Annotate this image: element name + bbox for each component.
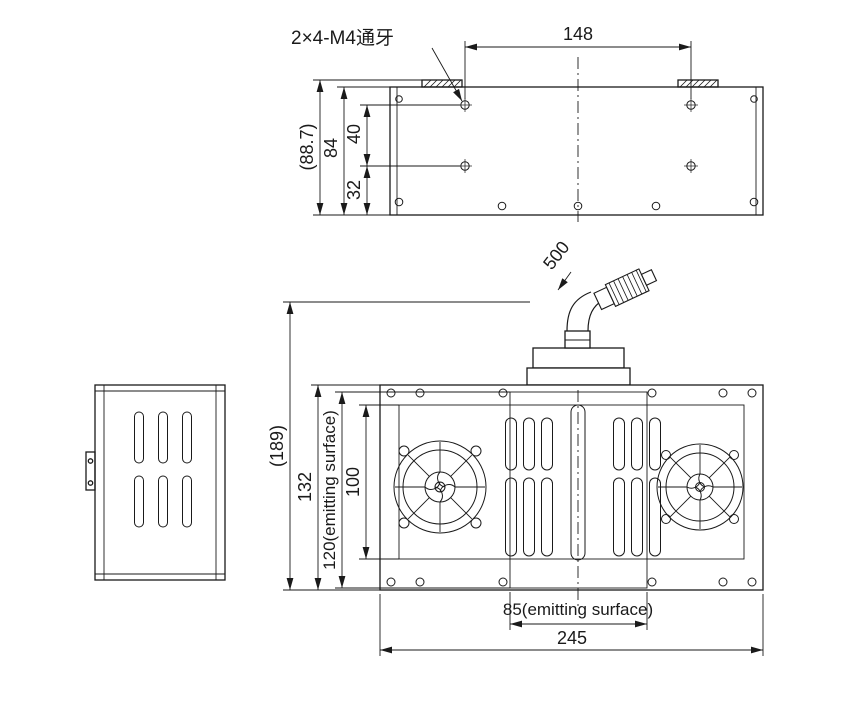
top-view-dimensions bbox=[313, 41, 692, 216]
thread-holes bbox=[458, 98, 698, 173]
emitting-surface-outline bbox=[509, 391, 648, 589]
dim-120-emitting-label: 120(emitting surface) bbox=[320, 410, 339, 570]
dim-189-label: (189) bbox=[267, 425, 287, 467]
side-mount-tab bbox=[85, 451, 96, 491]
dim-32-label: 32 bbox=[344, 180, 364, 200]
dim-500-label: 500 bbox=[539, 237, 573, 273]
right-fan bbox=[656, 443, 744, 531]
connector-mount bbox=[526, 330, 631, 386]
top-view bbox=[389, 57, 764, 222]
dim-88-7-label: (88.7) bbox=[297, 123, 317, 170]
dim-132-label: 132 bbox=[295, 472, 315, 502]
inner-panel bbox=[398, 404, 745, 560]
left-fan bbox=[393, 440, 487, 534]
mounting-tab-left bbox=[421, 79, 463, 88]
dim-84-label: 84 bbox=[321, 138, 341, 158]
dim-85-emitting-label: 85(emitting surface) bbox=[503, 600, 653, 619]
front-view-dimensions bbox=[283, 271, 764, 656]
dim-245-label: 245 bbox=[557, 628, 587, 648]
side-vent-slots bbox=[134, 411, 192, 528]
thread-callout-label: 2×4-M4通牙 bbox=[291, 27, 394, 49]
top-view-screws bbox=[394, 95, 759, 211]
mounting-tab-right bbox=[677, 79, 719, 88]
dim-40-label: 40 bbox=[344, 124, 364, 144]
cable-plug bbox=[593, 268, 658, 311]
front-view-screws bbox=[386, 388, 757, 587]
side-view bbox=[85, 384, 226, 581]
dim-100-label: 100 bbox=[343, 467, 363, 497]
front-view bbox=[379, 268, 764, 608]
dim-148-label: 148 bbox=[563, 24, 593, 44]
